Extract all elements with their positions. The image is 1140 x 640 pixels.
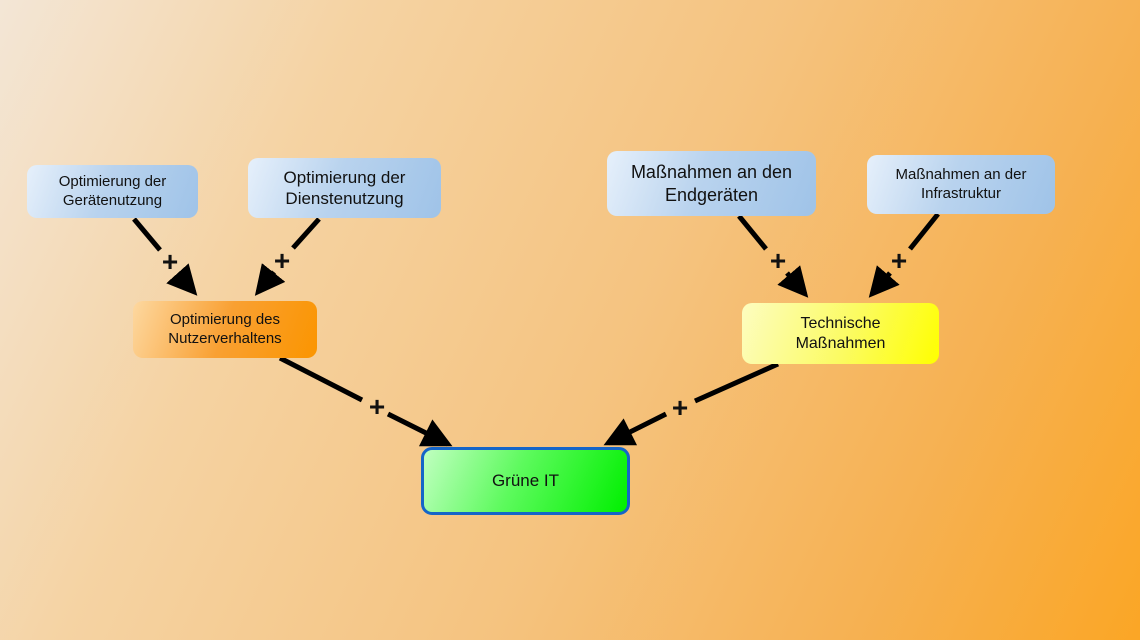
edge-dienstenutzung-nutzerverhalten-head <box>254 263 286 296</box>
node-label-line: Optimierung des <box>169 310 281 328</box>
node-label: Grüne IT <box>491 471 560 491</box>
node-label-line: Nutzerverhaltens <box>168 329 282 347</box>
node-label-line: Technische <box>800 314 881 332</box>
edge-infrastruktur-technische-head <box>868 265 900 298</box>
node-label: Optimierung der Dienstenutzung <box>284 167 406 210</box>
edge-dienstenutzung-nutzerverhalten <box>291 217 321 250</box>
edge-sign-plus: + <box>769 245 787 276</box>
edge-geraetenutzung-nutzerverhalten-head <box>166 263 198 296</box>
edge-infrastruktur-technische <box>908 212 940 251</box>
node-label-line: Endgeräten <box>664 184 759 205</box>
node-label-line: Optimierung der <box>283 167 406 187</box>
edge-nutzerverhalten-gruene-it-head <box>386 411 453 447</box>
edge-endgeraete-technische-head <box>777 265 809 298</box>
edge-sign-plus: + <box>368 391 386 422</box>
node-label-line: Maßnahmen <box>795 334 886 352</box>
node-label-line: Maßnahmen an der <box>895 165 1027 183</box>
node-label: Maßnahmen an der Infrastruktur <box>896 166 1027 204</box>
node-nutzerverhalten[interactable]: Optimierung des Nutzerverhaltens <box>133 301 317 358</box>
node-label-line: Dienstenutzung <box>285 189 404 208</box>
node-dienstenutzung[interactable]: Optimierung der Dienstenutzung <box>248 158 441 218</box>
edge-sign-plus: + <box>671 392 689 423</box>
node-label: Optimierung der Gerätenutzung <box>59 173 167 211</box>
node-technische[interactable]: Technische Maßnahmen <box>742 303 939 364</box>
node-label-line: Gerätenutzung <box>62 191 163 209</box>
edge-technische-gruene-it-head <box>603 411 668 446</box>
node-label: Optimierung des Nutzerverhaltens <box>168 311 281 349</box>
node-label-line: Optimierung der <box>58 172 167 190</box>
node-endgeraete[interactable]: Maßnahmen an den Endgeräten <box>607 151 816 216</box>
edge-geraetenutzung-nutzerverhalten <box>132 217 162 252</box>
edge-sign-plus: + <box>161 246 179 277</box>
node-label-line: Maßnahmen an den <box>630 162 793 182</box>
node-label: Technische Maßnahmen <box>796 314 886 354</box>
node-gruene-it[interactable]: Grüne IT <box>421 447 630 515</box>
edge-nutzerverhalten-gruene-it <box>278 355 364 403</box>
node-infrastruktur[interactable]: Maßnahmen an der Infrastruktur <box>867 155 1055 214</box>
node-label: Maßnahmen an den Endgeräten <box>631 161 792 206</box>
edge-endgeraete-technische <box>737 214 768 251</box>
edge-sign-plus: + <box>273 245 291 276</box>
node-geraetenutzung[interactable]: Optimierung der Gerätenutzung <box>27 165 198 218</box>
edge-technische-gruene-it <box>693 361 780 404</box>
edge-sign-plus: + <box>890 245 908 276</box>
node-label-line: Infrastruktur <box>920 184 1002 202</box>
